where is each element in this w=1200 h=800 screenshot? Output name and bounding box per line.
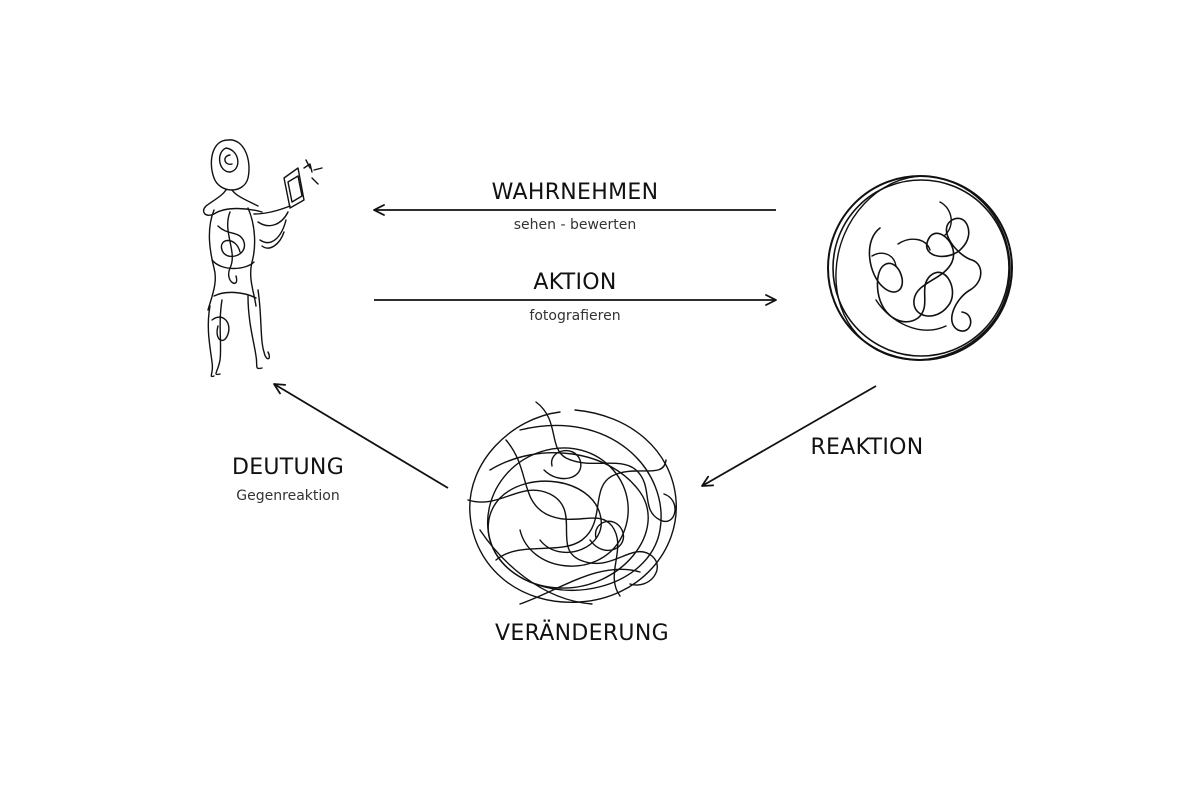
- arrow-reaktion: [701, 385, 877, 487]
- label-veraenderung: VERÄNDERUNG: [495, 621, 669, 646]
- label-deutung: DEUTUNG: [231, 455, 345, 480]
- arrow-deutung: [273, 383, 449, 489]
- label-wahrnehmen: WAHRNEHMEN: [491, 180, 659, 205]
- person-photographer-icon: [202, 139, 323, 378]
- tangled-scribble-icon: [467, 401, 677, 605]
- label-aktion-subtitle: fotografieren: [529, 308, 621, 324]
- scribble-circle-icon: [827, 175, 1013, 361]
- label-aktion: AKTION: [533, 270, 617, 295]
- label-reaktion: REAKTION: [810, 435, 924, 460]
- label-wahrnehmen-subtitle: sehen - bewerten: [513, 217, 637, 233]
- label-deutung-subtitle: Gegenreaktion: [236, 488, 340, 504]
